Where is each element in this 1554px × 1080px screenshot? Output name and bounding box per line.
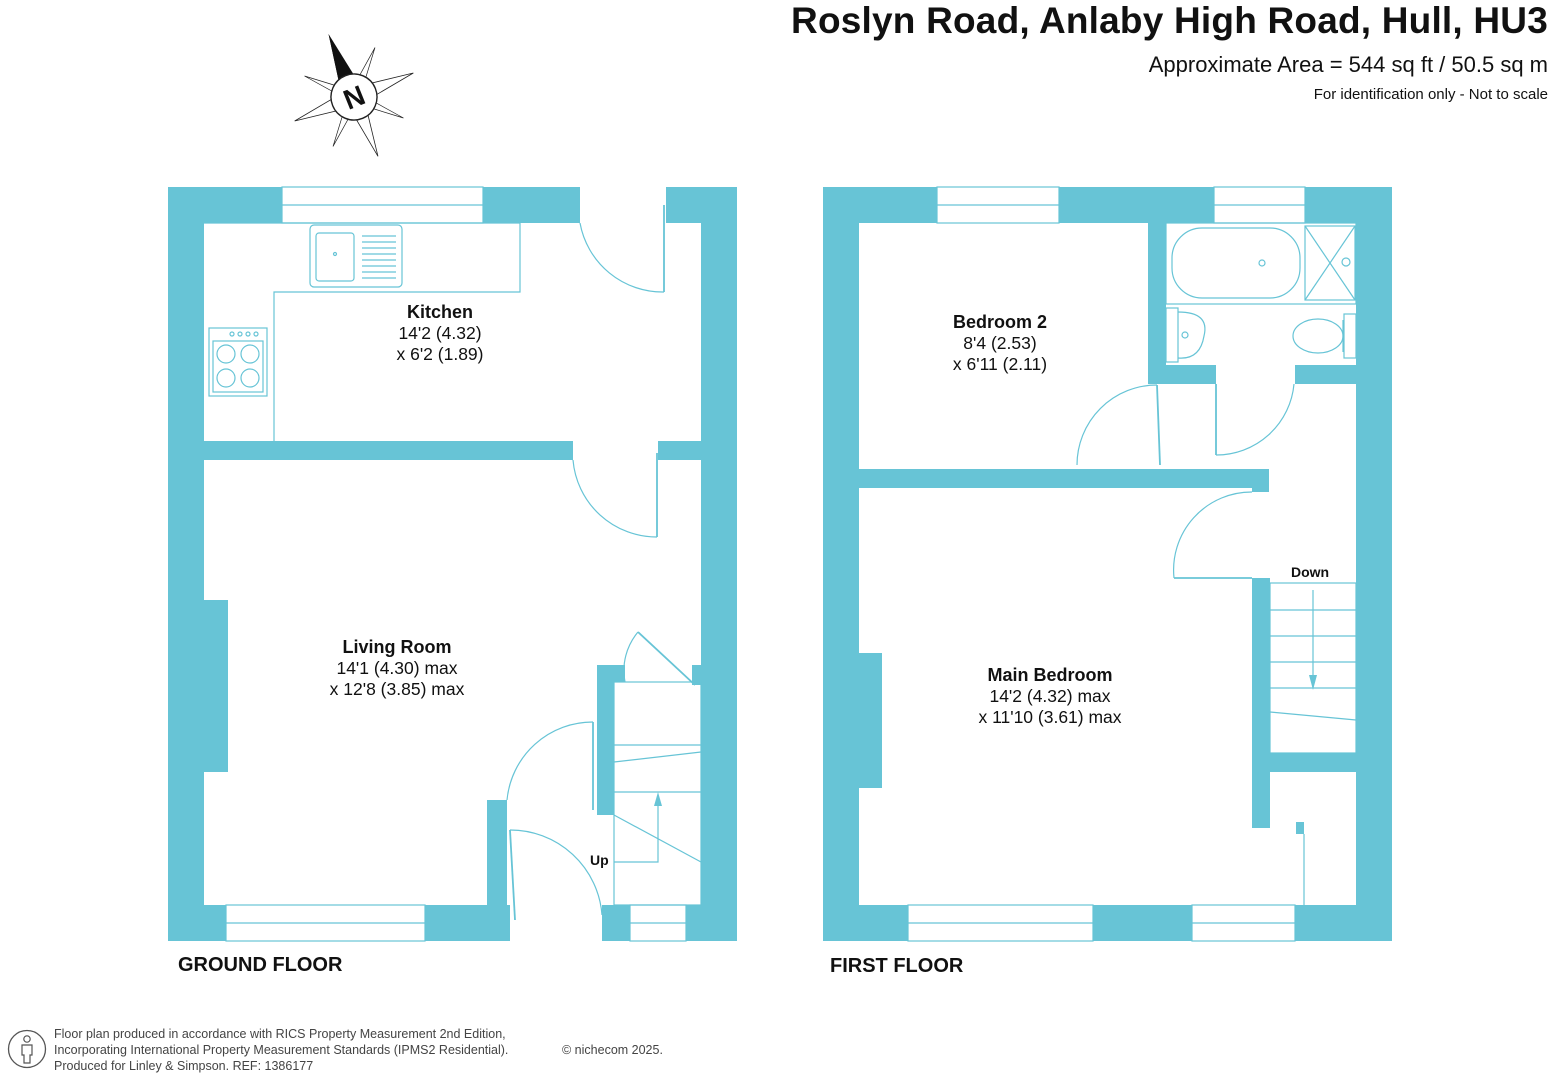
scale-note: For identification only - Not to scale bbox=[1313, 86, 1548, 103]
svg-text:Main Bedroom: Main Bedroom bbox=[987, 665, 1112, 685]
bath-icon bbox=[1165, 222, 1357, 305]
living-room-label: Living Room 14'1 (4.30) max x 12'8 (3.85… bbox=[330, 637, 465, 699]
copyright-text: © nichecom 2025. bbox=[562, 1043, 663, 1057]
svg-text:x 6'2 (1.89): x 6'2 (1.89) bbox=[397, 344, 484, 364]
svg-text:14'1 (4.30) max: 14'1 (4.30) max bbox=[336, 658, 457, 678]
stairs-down-label: Down bbox=[1291, 564, 1329, 580]
svg-text:Living Room: Living Room bbox=[343, 637, 452, 657]
area-summary: Approximate Area = 544 sq ft / 50.5 sq m bbox=[1148, 52, 1548, 77]
ground-floor-label: GROUND FLOOR bbox=[178, 954, 343, 976]
kitchen-label: Kitchen 14'2 (4.32) x 6'2 (1.89) bbox=[397, 302, 484, 364]
svg-text:x 6'11 (2.11): x 6'11 (2.11) bbox=[953, 354, 1047, 374]
ground-floor-fixtures bbox=[204, 186, 702, 942]
stairs-up-label: Up bbox=[590, 852, 609, 868]
footer-text: Floor plan produced in accordance with R… bbox=[54, 1026, 508, 1074]
door-swing-icon bbox=[506, 205, 696, 921]
bedroom-2-label: Bedroom 2 8'4 (2.53) x 6'11 (2.11) bbox=[953, 312, 1047, 374]
svg-text:Bedroom 2: Bedroom 2 bbox=[953, 312, 1047, 332]
sink-icon bbox=[309, 224, 403, 288]
staircase-icon bbox=[613, 681, 702, 906]
person-icon bbox=[7, 1029, 47, 1069]
first-floor-fixtures bbox=[907, 186, 1357, 942]
svg-text:x 11'10 (3.61) max: x 11'10 (3.61) max bbox=[978, 707, 1121, 727]
plan-title: Roslyn Road, Anlaby High Road, Hull, HU3 bbox=[791, 0, 1548, 41]
footer-line: Incorporating International Property Mea… bbox=[54, 1043, 509, 1057]
toilet-icon bbox=[1292, 313, 1357, 359]
compass-icon bbox=[294, 33, 414, 157]
staircase-icon bbox=[1269, 582, 1357, 754]
footer-line: Floor plan produced in accordance with R… bbox=[54, 1027, 506, 1041]
ground-floor-walls bbox=[168, 187, 737, 941]
main-bedroom-label: Main Bedroom 14'2 (4.32) max x 11'10 (3.… bbox=[978, 665, 1121, 727]
first-floor-walls bbox=[823, 187, 1392, 941]
svg-text:Kitchen: Kitchen bbox=[407, 302, 473, 322]
svg-text:x 12'8 (3.85) max: x 12'8 (3.85) max bbox=[330, 679, 465, 699]
basin-icon bbox=[1165, 307, 1206, 363]
hob-icon bbox=[208, 327, 268, 397]
svg-text:14'2 (4.32): 14'2 (4.32) bbox=[398, 323, 481, 343]
footer-line: Produced for Linley & Simpson. REF: 1386… bbox=[54, 1059, 314, 1073]
first-floor-label: FIRST FLOOR bbox=[830, 955, 964, 977]
svg-text:8'4 (2.53): 8'4 (2.53) bbox=[963, 333, 1036, 353]
svg-text:14'2 (4.32) max: 14'2 (4.32) max bbox=[989, 686, 1110, 706]
door-swing-icon bbox=[1076, 383, 1295, 579]
